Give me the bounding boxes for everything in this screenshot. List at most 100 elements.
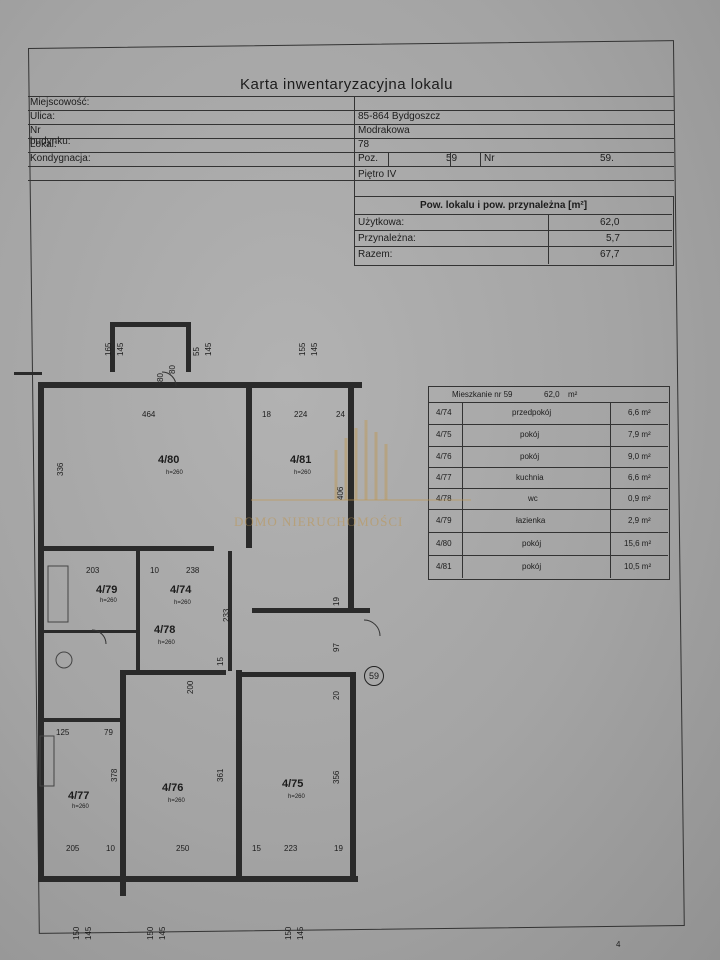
- room-area: 2,9 m²: [628, 516, 651, 525]
- room-label: 4/76: [162, 782, 184, 794]
- divider: [354, 214, 672, 215]
- dimension: 79: [104, 728, 113, 737]
- divider: [428, 509, 668, 510]
- wall: [246, 388, 252, 548]
- room-height: h=260: [288, 794, 305, 800]
- wall: [38, 876, 358, 882]
- dimension: 15: [252, 844, 261, 853]
- divider: [28, 96, 674, 97]
- area-label: Razem:: [358, 249, 393, 260]
- room-id: 4/78: [436, 494, 452, 503]
- rooms-header-name: Mieszkanie nr 59: [452, 390, 513, 399]
- dimension: 10: [106, 844, 115, 853]
- divider: [428, 555, 668, 556]
- nr-value: 59.: [600, 153, 614, 164]
- dimension: 203: [86, 566, 100, 575]
- divider: [354, 96, 355, 264]
- dimension: 10: [150, 566, 159, 575]
- field-label: Lokal:: [30, 139, 57, 150]
- field-value: Poz.: [358, 153, 379, 164]
- page-mark: 4: [616, 940, 621, 949]
- room-name: kuchnia: [516, 473, 544, 482]
- room-label: 4/74: [170, 584, 192, 596]
- dimension: 24: [336, 410, 345, 419]
- room-label: 4/75: [282, 778, 304, 790]
- wall: [350, 672, 356, 878]
- room-height: h=260: [168, 798, 185, 804]
- divider: [428, 424, 668, 425]
- divider: [548, 214, 549, 264]
- room-label: 4/79: [96, 584, 118, 596]
- room-name: przedpokój: [512, 408, 552, 417]
- dimension: 223: [284, 844, 298, 853]
- room-name: pokój: [522, 539, 542, 548]
- divider: [428, 446, 668, 447]
- field-label: Ulica:: [30, 111, 56, 122]
- divider: [462, 402, 463, 578]
- room-name: łazienka: [516, 516, 546, 525]
- room-label: 4/78: [154, 624, 176, 636]
- room-name: pokój: [522, 562, 542, 571]
- area-value: 67,7: [600, 249, 620, 260]
- room-area: 6,6 m²: [628, 473, 651, 482]
- divider: [28, 166, 674, 167]
- room-name: pokój: [520, 452, 540, 461]
- divider: [428, 488, 668, 489]
- room-area: 15,6 m²: [624, 539, 652, 548]
- room-area: 6,6 m²: [628, 408, 651, 417]
- rooms-header-unit: m²: [568, 390, 578, 399]
- field-value: Modrakowa: [358, 125, 410, 136]
- field-value: 78: [358, 139, 370, 150]
- room-height: h=260: [158, 640, 175, 646]
- rooms-header-area: 62,0: [544, 390, 560, 399]
- poz-value: 59: [446, 153, 458, 164]
- divider: [28, 138, 674, 139]
- area-value: 5,7: [606, 233, 620, 244]
- wall: [44, 546, 214, 551]
- room-height: h=260: [72, 804, 89, 810]
- divider: [28, 110, 674, 111]
- room-height: h=260: [174, 600, 191, 606]
- room-id: 4/80: [436, 539, 452, 548]
- dimension: 224: [294, 410, 308, 419]
- divider: [388, 152, 389, 166]
- wall: [44, 630, 136, 633]
- dimension: 205: [66, 844, 80, 853]
- room-height: h=260: [166, 470, 183, 476]
- dimension: 238: [186, 566, 200, 575]
- dimension: 464: [142, 410, 156, 419]
- divider: [610, 402, 611, 578]
- room-height: h=260: [294, 470, 311, 476]
- wall: [38, 382, 44, 882]
- wall: [242, 672, 354, 677]
- divider: [28, 152, 674, 153]
- divider: [480, 152, 481, 166]
- watermark-text: DOMO NIERUCHOMOŚCI: [234, 514, 404, 529]
- room-area: 7,9 m²: [628, 430, 651, 439]
- divider: [354, 246, 672, 247]
- room-name: wc: [528, 494, 538, 503]
- area-value: 62,0: [600, 217, 620, 228]
- area-label: Użytkowa:: [358, 217, 405, 228]
- dimension: 18: [262, 410, 271, 419]
- nr-label: Nr: [484, 153, 495, 164]
- room-id: 4/79: [436, 516, 452, 525]
- room-id: 4/77: [436, 473, 452, 482]
- wall: [252, 608, 370, 613]
- room-label: 4/77: [68, 790, 90, 802]
- room-label: 4/80: [158, 454, 180, 466]
- room-name: pokój: [520, 430, 540, 439]
- room-id: 4/75: [436, 430, 452, 439]
- divider: [428, 467, 668, 468]
- divider: [428, 402, 668, 403]
- room-label: 4/81: [290, 454, 312, 466]
- wall: [186, 322, 191, 372]
- room-area: 10,5 m²: [624, 562, 652, 571]
- room-id: 4/81: [436, 562, 452, 571]
- apartment-number-badge: 59: [364, 666, 384, 686]
- wall: [40, 382, 362, 388]
- wall: [348, 382, 354, 610]
- document-title: Karta inwentaryzacyjna lokalu: [240, 76, 453, 93]
- wall: [136, 551, 140, 671]
- wall: [236, 670, 242, 878]
